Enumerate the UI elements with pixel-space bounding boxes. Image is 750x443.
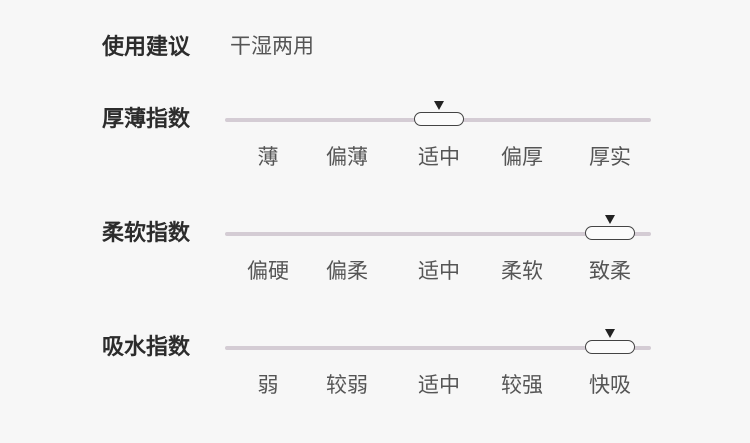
scale-title: 厚薄指数 — [102, 107, 191, 132]
usage-value: 干湿两用 — [230, 34, 314, 58]
scale-tick: 较弱 — [326, 373, 368, 397]
scale-tick: 偏柔 — [326, 259, 368, 283]
scale-tick: 弱 — [257, 373, 279, 397]
scale-title: 柔软指数 — [102, 221, 191, 246]
triangle-down-icon — [434, 101, 444, 110]
scale-tick: 柔软 — [501, 259, 543, 283]
usage-label: 使用建议 — [102, 35, 191, 60]
scale-knob — [414, 101, 464, 126]
scale-title: 吸水指数 — [102, 335, 191, 360]
scale-tick: 偏薄 — [326, 145, 368, 169]
scale-tick: 适中 — [418, 373, 460, 397]
scale-tick: 致柔 — [589, 259, 631, 283]
scale-tick: 薄 — [257, 145, 279, 169]
scale-tick: 厚实 — [589, 145, 631, 169]
scale-track — [225, 346, 651, 350]
scale-tick: 适中 — [418, 145, 460, 169]
triangle-down-icon — [605, 215, 615, 224]
softness-scale: 柔软指数 偏硬 偏柔 适中 柔软 致柔 — [0, 215, 750, 309]
triangle-down-icon — [605, 329, 615, 338]
scale-tick: 偏厚 — [501, 145, 543, 169]
scale-knob — [585, 215, 635, 240]
scale-tick: 快吸 — [589, 373, 631, 397]
thickness-scale: 厚薄指数 薄 偏薄 适中 偏厚 厚实 — [0, 101, 750, 195]
usage-suggestion-row: 使用建议 干湿两用 — [102, 30, 314, 60]
scale-tick: 较强 — [501, 373, 543, 397]
scale-tick: 偏硬 — [247, 259, 289, 283]
scale-tick: 适中 — [418, 259, 460, 283]
absorbency-scale: 吸水指数 弱 较弱 适中 较强 快吸 — [0, 329, 750, 423]
scale-knob — [585, 329, 635, 354]
scale-ticks: 薄 偏薄 适中 偏厚 厚实 — [0, 141, 750, 171]
scale-track — [225, 232, 651, 236]
scale-ticks: 偏硬 偏柔 适中 柔软 致柔 — [0, 255, 750, 285]
scale-ticks: 弱 较弱 适中 较强 快吸 — [0, 369, 750, 399]
